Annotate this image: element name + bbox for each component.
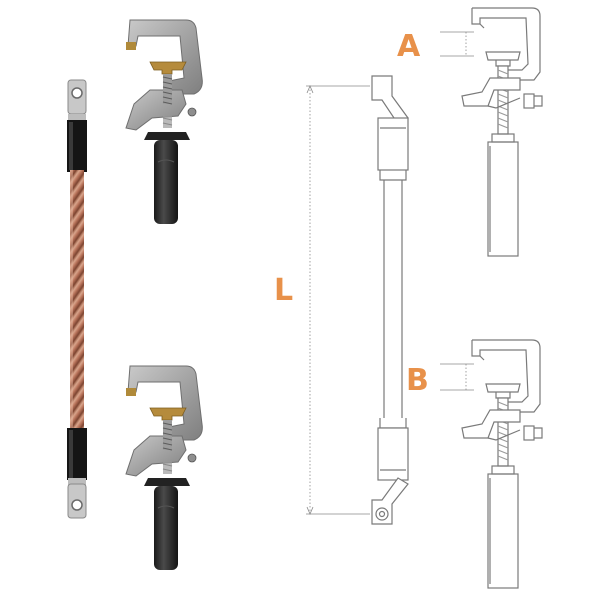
dimension-label-a: A xyxy=(397,29,421,64)
clamp-line-drawing-a xyxy=(461,7,543,257)
cable-line-drawing xyxy=(371,75,409,525)
cable-lug-icon xyxy=(67,478,87,519)
earth-clamp-icon xyxy=(125,365,203,571)
dimension-b xyxy=(440,363,474,391)
dimension-label-l: L xyxy=(274,273,293,308)
clamp-line-drawing-b xyxy=(461,339,543,589)
copper-cable xyxy=(67,79,87,519)
earth-clamp-icon xyxy=(125,19,203,225)
dimension-a xyxy=(440,31,474,57)
dimension-label-b: B xyxy=(406,363,429,398)
dimension-l xyxy=(306,84,370,516)
cable-lug-icon xyxy=(67,79,87,122)
